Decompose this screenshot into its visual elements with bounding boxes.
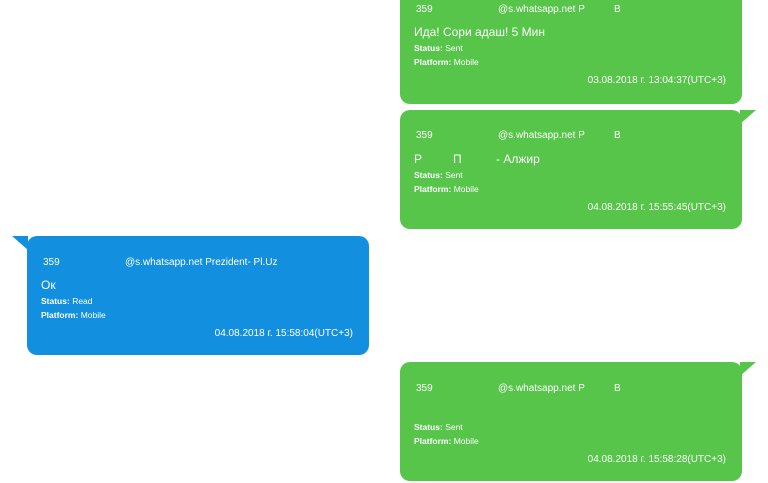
message-platform: Platform: Mobile	[414, 182, 479, 196]
platform-label: Platform:	[41, 310, 79, 320]
platform-value: Mobile	[453, 184, 479, 194]
message-text-part: Р	[414, 152, 423, 166]
message-text: Ок	[41, 278, 56, 292]
platform-value: Mobile	[453, 436, 479, 446]
platform-label: Platform:	[414, 57, 452, 67]
message-status: Status: Sent	[414, 420, 463, 434]
platform-label: Platform:	[414, 436, 452, 446]
sender-domain: @s.whatsapp.net Р	[498, 383, 585, 394]
sender-number: 359	[416, 383, 433, 394]
message-platform: Platform: Mobile	[414, 434, 479, 448]
sender-domain: @s.whatsapp.net Р	[498, 4, 585, 15]
message-text-part: П	[453, 152, 462, 166]
message-status: Status: Sent	[414, 168, 463, 182]
platform-label: Platform:	[414, 184, 452, 194]
platform-value: Mobile	[453, 57, 479, 67]
sender-extra: В	[614, 130, 621, 141]
message-text-part: - Алжир	[496, 152, 540, 166]
status-label: Status:	[41, 296, 70, 306]
status-value: Sent	[445, 170, 463, 180]
message-bubble-sent[interactable]: 359 @s.whatsapp.net Р В Р П - Алжир Stat…	[400, 110, 742, 229]
sender-domain: @s.whatsapp.net Prezident- Pl.Uz	[125, 257, 278, 268]
message-status: Status: Sent	[414, 41, 463, 55]
message-text: Ида! Сори адаш! 5 Мин	[414, 25, 545, 39]
message-timestamp: 04.08.2018 г. 15:58:28(UTC+3)	[587, 454, 726, 465]
status-label: Status:	[414, 43, 443, 53]
message-platform: Platform: Mobile	[41, 308, 106, 322]
status-value: Sent	[445, 43, 463, 53]
sender-number: 359	[416, 4, 433, 15]
message-status: Status: Read	[41, 294, 93, 308]
status-label: Status:	[414, 170, 443, 180]
bubble-tail	[740, 362, 756, 376]
message-bubble-sent[interactable]: 359 @s.whatsapp.net Р В Ида! Сори адаш! …	[400, 0, 742, 104]
message-platform: Platform: Mobile	[414, 55, 479, 69]
bubble-tail	[740, 110, 756, 124]
sender-number: 359	[43, 257, 60, 268]
status-value: Read	[72, 296, 93, 306]
platform-value: Mobile	[80, 310, 106, 320]
sender-extra: В	[614, 383, 621, 394]
sender-domain: @s.whatsapp.net Р	[498, 130, 585, 141]
sender-extra: В	[614, 4, 621, 15]
status-label: Status:	[414, 422, 443, 432]
message-timestamp: 04.08.2018 г. 15:58:04(UTC+3)	[214, 328, 353, 339]
sender-number: 359	[416, 130, 433, 141]
message-bubble-sent[interactable]: 359 @s.whatsapp.net Р В Status: Sent Pla…	[400, 362, 742, 481]
status-value: Sent	[445, 422, 463, 432]
message-timestamp: 04.08.2018 г. 15:55:45(UTC+3)	[587, 202, 726, 213]
bubble-tail	[12, 236, 28, 250]
message-bubble-received[interactable]: 359 @s.whatsapp.net Prezident- Pl.Uz Ок …	[27, 236, 369, 355]
message-timestamp: 03.08.2018 г. 13:04:37(UTC+3)	[587, 75, 726, 86]
